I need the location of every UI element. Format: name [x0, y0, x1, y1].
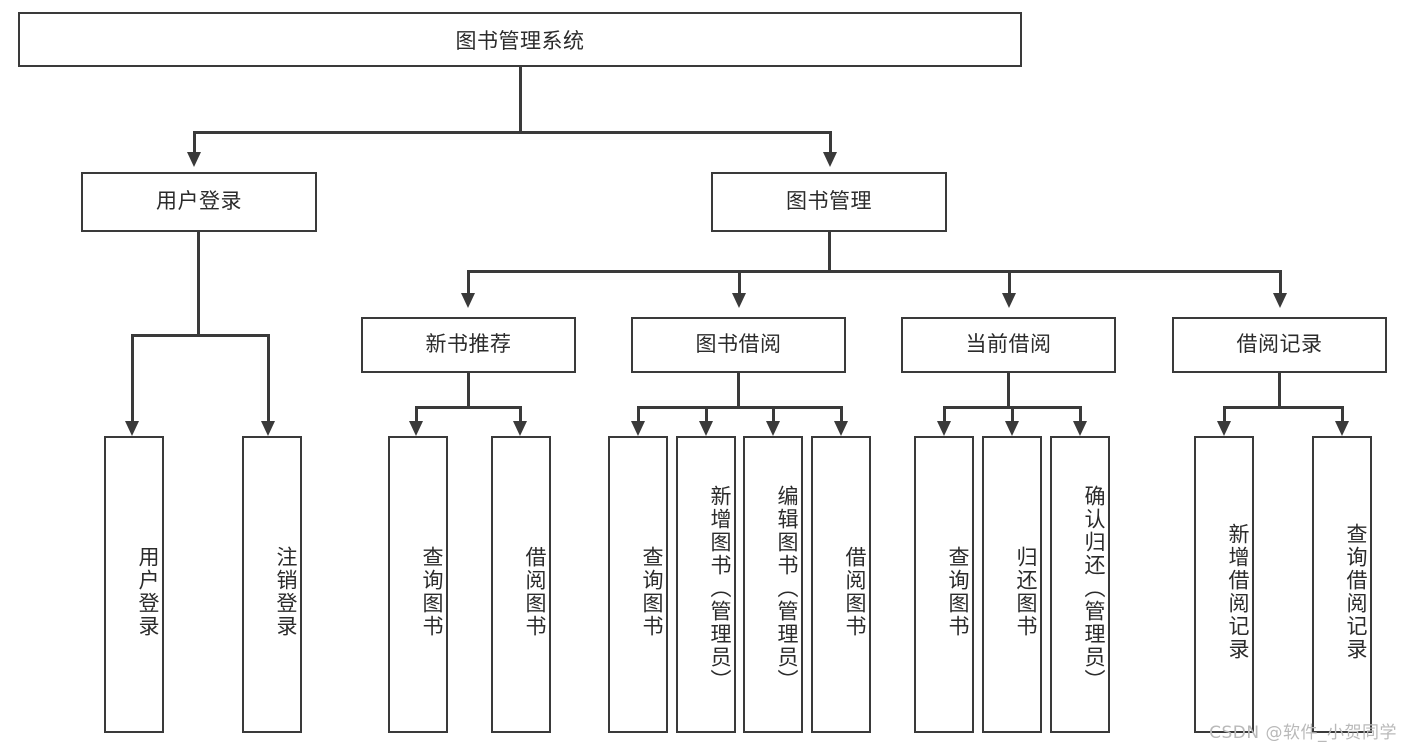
arrow-br-to-leaf-1 [1217, 421, 1231, 436]
connector-bb-to-leaf-4 [840, 406, 843, 423]
leaf-user-login-login[interactable]: 用户登录 [104, 436, 164, 733]
connector-book-borrow-stem [737, 373, 740, 408]
node-label: 查询图书 [640, 545, 664, 638]
arrow-bb-to-leaf-4 [834, 421, 848, 436]
connector-borrow-record-bar [1223, 406, 1341, 409]
leaf-book-borrow-edit[interactable]: 编辑图书（管理员） [743, 436, 803, 733]
leaf-current-borrow-confirm-return[interactable]: 确认归还（管理员） [1050, 436, 1110, 733]
arrow-new-book-to-leaf-2 [513, 421, 527, 436]
node-label: 用户登录 [136, 545, 160, 638]
arrow-bm-to-current-borrow [1002, 293, 1016, 308]
leaf-new-book-query[interactable]: 查询图书 [388, 436, 448, 733]
connector-user-login-stem [197, 232, 200, 336]
leaf-current-borrow-query[interactable]: 查询图书 [914, 436, 974, 733]
connector-bm-to-new-book [467, 270, 470, 294]
leaf-user-login-logout[interactable]: 注销登录 [242, 436, 302, 733]
connector-bb-to-leaf-2 [705, 406, 708, 423]
node-label: 新增借阅记录 [1226, 522, 1250, 661]
node-current-borrow[interactable]: 当前借阅 [901, 317, 1116, 373]
node-label: 当前借阅 [965, 332, 1052, 357]
node-label: 注销登录 [274, 545, 298, 638]
connector-user-login-to-leaf-1 [131, 334, 134, 422]
connector-book-management-bar [467, 270, 1279, 273]
connector-book-management-stem [828, 232, 831, 272]
node-label: 借阅图书 [523, 545, 547, 638]
leaf-borrow-record-add[interactable]: 新增借阅记录 [1194, 436, 1254, 733]
arrow-bm-to-borrow-record [1273, 293, 1287, 308]
connector-cb-to-leaf-3 [1079, 406, 1082, 423]
node-label: 用户登录 [156, 189, 242, 214]
connector-user-login-bar [131, 334, 269, 337]
arrow-user-login-to-leaf-2 [261, 421, 275, 436]
node-label: 借阅图书 [843, 545, 867, 638]
connector-bm-to-book-borrow [738, 270, 741, 294]
node-label: 新书推荐 [425, 332, 512, 357]
leaf-book-borrow-add[interactable]: 新增图书（管理员） [676, 436, 736, 733]
connector-current-borrow-stem [1007, 373, 1010, 408]
connector-cb-to-leaf-2 [1011, 406, 1014, 423]
arrow-bb-to-leaf-1 [631, 421, 645, 436]
node-label: 图书借阅 [695, 332, 782, 357]
connector-bb-to-leaf-1 [637, 406, 640, 423]
connector-new-book-to-leaf-1 [415, 406, 418, 423]
node-label: 查询图书 [946, 545, 970, 638]
connector-bb-to-leaf-3 [772, 406, 775, 423]
leaf-current-borrow-return[interactable]: 归还图书 [982, 436, 1042, 733]
connector-bm-to-current-borrow [1008, 270, 1011, 294]
arrow-bb-to-leaf-3 [766, 421, 780, 436]
arrow-br-to-leaf-2 [1335, 421, 1349, 436]
connector-root-stem [519, 67, 522, 132]
node-label: 新增图书（管理员） [708, 485, 732, 692]
arrow-cb-to-leaf-2 [1005, 421, 1019, 436]
arrow-new-book-to-leaf-1 [409, 421, 423, 436]
connector-root-bar [193, 131, 831, 134]
leaf-book-borrow-query[interactable]: 查询图书 [608, 436, 668, 733]
connector-br-to-leaf-2 [1341, 406, 1344, 423]
node-label: 归还图书 [1014, 545, 1038, 638]
connector-cb-to-leaf-1 [943, 406, 946, 423]
connector-borrow-record-stem [1278, 373, 1281, 408]
connector-br-to-leaf-1 [1223, 406, 1226, 423]
connector-bm-to-borrow-record [1279, 270, 1282, 294]
leaf-borrow-record-query[interactable]: 查询借阅记录 [1312, 436, 1372, 733]
arrow-cb-to-leaf-1 [937, 421, 951, 436]
connector-root-to-book-management [829, 131, 832, 153]
connector-user-login-to-leaf-2 [267, 334, 270, 422]
node-label: 确认归还（管理员） [1082, 485, 1106, 692]
arrow-bm-to-new-book [461, 293, 475, 308]
node-book-borrow[interactable]: 图书借阅 [631, 317, 846, 373]
connector-book-borrow-bar [637, 406, 843, 409]
leaf-new-book-borrow[interactable]: 借阅图书 [491, 436, 551, 733]
connector-new-book-stem [467, 373, 470, 408]
node-root-book-management-system[interactable]: 图书管理系统 [18, 12, 1022, 67]
watermark-text: CSDN @软件_小贺同学 [1209, 723, 1397, 743]
arrow-root-to-book-management [823, 152, 837, 167]
node-label: 查询借阅记录 [1344, 522, 1368, 661]
node-label: 借阅记录 [1236, 332, 1323, 357]
node-label: 图书管理系统 [455, 28, 585, 53]
node-label: 图书管理 [786, 189, 872, 214]
arrow-bb-to-leaf-2 [699, 421, 713, 436]
connector-root-to-user-login [193, 131, 196, 153]
node-label: 编辑图书（管理员） [775, 485, 799, 692]
node-label: 查询图书 [420, 545, 444, 638]
arrow-user-login-to-leaf-1 [125, 421, 139, 436]
node-book-management[interactable]: 图书管理 [711, 172, 947, 232]
connector-new-book-bar [415, 406, 521, 409]
node-borrow-record[interactable]: 借阅记录 [1172, 317, 1387, 373]
arrow-root-to-user-login [187, 152, 201, 167]
arrow-bm-to-book-borrow [732, 293, 746, 308]
node-user-login[interactable]: 用户登录 [81, 172, 317, 232]
leaf-book-borrow-borrow[interactable]: 借阅图书 [811, 436, 871, 733]
arrow-cb-to-leaf-3 [1073, 421, 1087, 436]
connector-new-book-to-leaf-2 [519, 406, 522, 423]
node-new-book-recommend[interactable]: 新书推荐 [361, 317, 576, 373]
